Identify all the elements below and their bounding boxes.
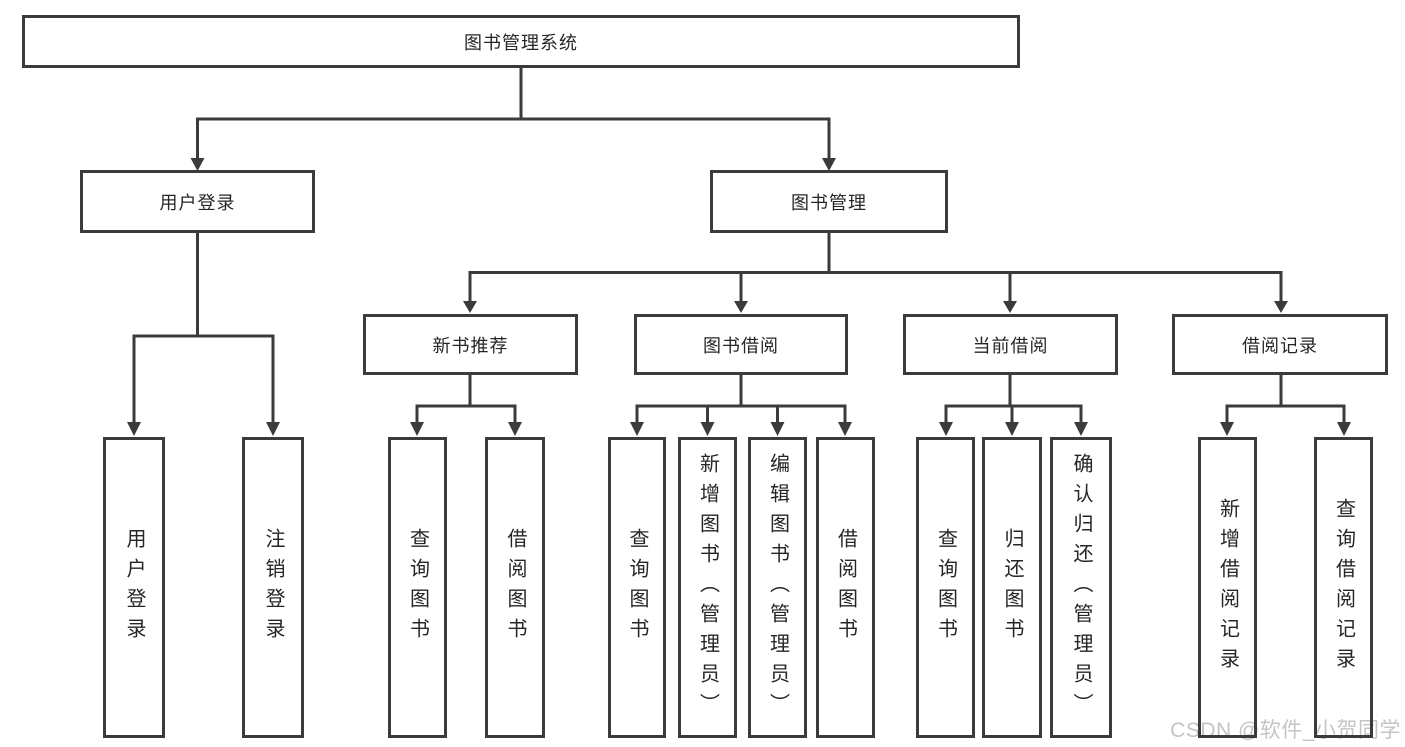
node-new-book-rec: 新书推荐 [363,314,578,375]
leaf-logout: 注销登录 [242,437,304,738]
leaf-query-borrow-record: 查询借阅记录 [1314,437,1373,738]
leaf-label: 新增借阅记录 [1216,497,1239,678]
leaf-label: 查询图书 [626,527,648,648]
node-current-borrow-label: 当前借阅 [972,335,1049,356]
leaf-borrow-books-1: 借阅图书 [485,437,545,738]
leaf-confirm-return-admin: 确认归还（管理员） [1050,437,1112,738]
arrowhead-icon [1337,422,1351,436]
leaf-user-login: 用户登录 [103,437,165,738]
node-borrow-record: 借阅记录 [1172,314,1388,375]
arrowhead-icon [1274,301,1288,313]
leaf-query-books-3: 查询图书 [916,437,975,738]
leaf-query-books-2: 查询图书 [608,437,666,738]
leaf-label: 借阅图书 [834,527,857,648]
leaf-label: 借阅图书 [504,527,526,648]
arrowhead-icon [939,422,953,436]
node-new-book-rec-label: 新书推荐 [432,335,509,356]
leaf-return-book: 归还图书 [982,437,1042,738]
node-user-login: 用户登录 [80,170,315,233]
leaf-label: 查询图书 [934,527,957,648]
arrowhead-icon [127,422,141,436]
leaf-label: 查询借阅记录 [1332,497,1355,678]
arrowhead-icon [822,158,836,171]
arrowhead-icon [1003,301,1017,313]
arrowhead-icon [1005,422,1019,436]
node-root-label: 图书管理系统 [464,32,578,53]
leaf-edit-book-admin: 编辑图书（管理员） [748,437,807,738]
arrowhead-icon [770,422,785,436]
leaf-label: 查询图书 [406,527,429,648]
arrowhead-icon [190,158,205,171]
leaf-label: 注销登录 [262,527,284,648]
arrowhead-icon [700,422,715,436]
node-book-mgmt-label: 图书管理 [791,192,867,213]
node-user-login-label: 用户登录 [159,192,236,213]
leaf-label: 用户登录 [123,527,145,648]
arrowhead-icon [838,422,852,436]
node-book-mgmt: 图书管理 [710,170,948,233]
arrowhead-icon [463,301,477,313]
leaf-borrow-books-2: 借阅图书 [816,437,875,738]
arrowhead-icon [734,301,748,313]
node-book-borrow-label: 图书借阅 [703,335,779,356]
leaf-label: 编辑图书（管理员） [766,452,789,723]
node-book-borrow: 图书借阅 [634,314,848,375]
leaf-label: 归还图书 [1001,527,1023,648]
csdn-watermark: CSDN @软件_小贺同学 [1170,719,1401,742]
arrowhead-icon [410,422,424,436]
leaf-query-books-1: 查询图书 [388,437,447,738]
node-current-borrow: 当前借阅 [903,314,1118,375]
node-borrow-record-label: 借阅记录 [1242,335,1318,356]
arrowhead-icon [1220,422,1234,436]
leaf-label: 确认归还（管理员） [1070,452,1092,723]
arrowhead-icon [630,422,644,436]
node-root: 图书管理系统 [22,15,1020,68]
arrowhead-icon [266,422,280,436]
leaf-add-borrow-record: 新增借阅记录 [1198,437,1257,738]
arrowhead-icon [508,422,522,436]
arrowhead-icon [1074,422,1088,436]
leaf-label: 新增图书（管理员） [696,452,719,723]
leaf-add-book-admin: 新增图书（管理员） [678,437,737,738]
